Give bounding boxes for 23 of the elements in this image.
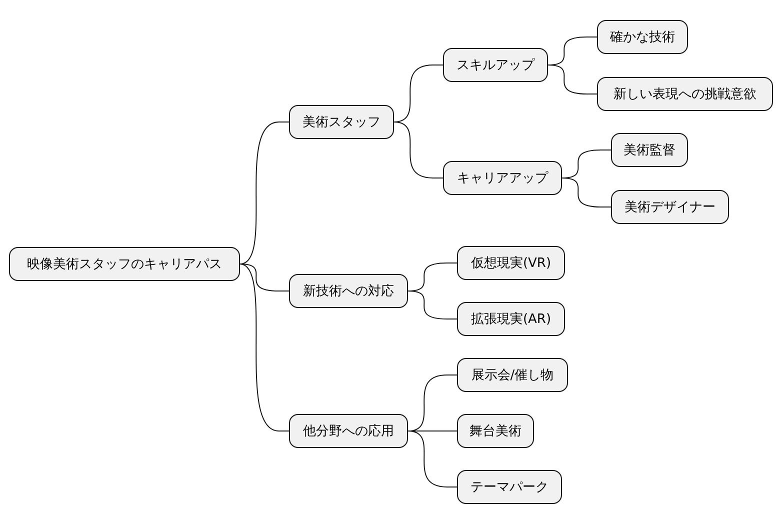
topic-box: 確かな技術 bbox=[597, 20, 688, 54]
topic-box: 仮想現実(VR) bbox=[457, 246, 565, 280]
connector-line bbox=[240, 264, 290, 432]
topic-box: 美術スタッフ bbox=[289, 105, 394, 139]
topic-box: 舞台美術 bbox=[457, 414, 534, 448]
root-box: 映像美術スタッフのキャリアパス bbox=[9, 247, 240, 281]
connector-line bbox=[240, 264, 290, 292]
connector-line bbox=[408, 430, 458, 488]
topic-box: 美術デザイナー bbox=[611, 190, 729, 224]
topic-box: 新しい表現への挑戦意欲 bbox=[597, 77, 773, 111]
connector-line bbox=[394, 122, 444, 178]
topic-box: 他分野への応用 bbox=[289, 414, 408, 448]
topic-box: 展示会/催し物 bbox=[457, 358, 568, 392]
topic-box: スキルアップ bbox=[443, 48, 548, 82]
connector-line bbox=[548, 64, 598, 94]
topic-box: テーマパーク bbox=[457, 470, 562, 504]
connector-line bbox=[240, 122, 290, 264]
topic-box: キャリアアップ bbox=[443, 161, 562, 195]
connector-line bbox=[562, 178, 612, 208]
topic-box: 美術監督 bbox=[611, 133, 688, 167]
topic-box: 新技術への対応 bbox=[289, 274, 408, 308]
connector-line bbox=[408, 290, 458, 320]
topic-box: 拡張現実(AR) bbox=[457, 302, 565, 336]
